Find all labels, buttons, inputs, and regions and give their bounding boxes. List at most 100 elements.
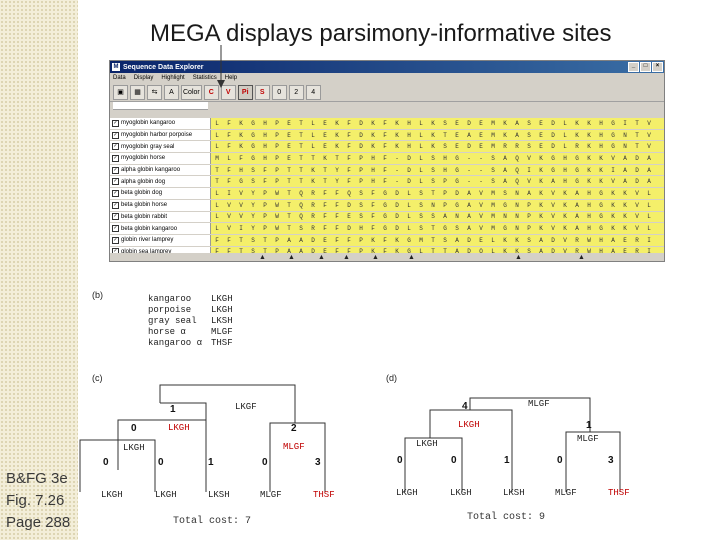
- residue-cell: A: [503, 166, 507, 174]
- residue-cell: K: [395, 131, 399, 139]
- credit-line: Fig. 7.26: [6, 492, 65, 509]
- residue-cell: F: [347, 143, 351, 151]
- menu-highlight[interactable]: Highlight: [161, 75, 185, 81]
- translate-icon[interactable]: ⇆: [147, 84, 162, 100]
- residue-cell: Q: [515, 178, 519, 186]
- residue-cell: G: [455, 166, 459, 174]
- residue-cell: R: [575, 143, 579, 151]
- residue-cell: F: [383, 154, 387, 162]
- minimize-button[interactable]: _: [628, 62, 639, 72]
- residue-cell: S: [527, 143, 531, 151]
- residue-cell: A: [623, 166, 627, 174]
- menu-help[interactable]: Help: [224, 75, 238, 81]
- two-fold-button[interactable]: 2: [288, 84, 304, 100]
- row-checkbox[interactable]: ✓: [112, 236, 119, 244]
- residue-cell: H: [599, 131, 603, 139]
- sequence-name-label: beta globin dog: [121, 190, 163, 197]
- close-button[interactable]: ×: [652, 62, 663, 72]
- residue-cell: E: [479, 119, 483, 127]
- residue-cell: A: [575, 189, 579, 197]
- residue-cell: P: [443, 189, 447, 197]
- row-checkbox[interactable]: ✓: [112, 213, 119, 221]
- name-search-field[interactable]: [113, 102, 208, 110]
- parsimony-informative-button[interactable]: Pi: [237, 84, 253, 100]
- residue-cell: K: [599, 166, 603, 174]
- residue-cell: V: [635, 201, 639, 209]
- row-checkbox[interactable]: ✓: [112, 178, 119, 186]
- color-button[interactable]: Color: [181, 84, 202, 100]
- credit-line: B&FG 3e: [6, 470, 68, 487]
- residue-cell: H: [443, 154, 447, 162]
- residue-cell: H: [599, 248, 603, 256]
- residue-cell: N: [455, 213, 459, 221]
- save-icon[interactable]: ▣: [113, 84, 128, 100]
- residue-cell: A: [647, 178, 651, 186]
- zero-fold-button[interactable]: 0: [271, 84, 287, 100]
- residue-cell: H: [263, 119, 267, 127]
- residue-cell: K: [311, 166, 315, 174]
- species-name: porpoise: [148, 305, 192, 315]
- residue-cell: T: [443, 248, 447, 256]
- residue-cell: F: [263, 178, 267, 186]
- residue-cell: K: [371, 236, 375, 244]
- singleton-sites-button[interactable]: S: [254, 84, 270, 100]
- row-checkbox[interactable]: ✓: [112, 201, 119, 209]
- species-name: gray seal: [148, 316, 197, 326]
- residue-cell: V: [227, 213, 231, 221]
- residue-cell: F: [383, 248, 387, 256]
- residue-cell: G: [251, 143, 255, 151]
- font-icon[interactable]: A: [164, 84, 179, 100]
- residue-cell: L: [419, 154, 423, 162]
- row-checkbox[interactable]: ✓: [112, 131, 119, 139]
- residue-cell: R: [635, 248, 639, 256]
- row-checkbox[interactable]: ✓: [112, 143, 119, 151]
- four-fold-button[interactable]: 4: [305, 84, 321, 100]
- row-checkbox[interactable]: ✓: [112, 189, 119, 197]
- conserved-sites-button[interactable]: C: [203, 84, 219, 100]
- maximize-button[interactable]: □: [640, 62, 651, 72]
- residue-cell: H: [239, 166, 243, 174]
- grid-icon[interactable]: ▦: [130, 84, 145, 100]
- credit-line: Page 288: [6, 514, 71, 531]
- row-checkbox[interactable]: ✓: [112, 225, 119, 233]
- residue-cell: K: [539, 225, 543, 233]
- residue-cell: K: [239, 131, 243, 139]
- menu-data[interactable]: Data: [113, 75, 126, 81]
- residue-cell: L: [419, 178, 423, 186]
- sequence-name: ✓alpha globin dog: [110, 176, 211, 188]
- residue-cell: K: [623, 213, 627, 221]
- row-checkbox[interactable]: ✓: [112, 166, 119, 174]
- residue-cell: N: [515, 213, 519, 221]
- residue-cell: G: [551, 154, 555, 162]
- variable-sites-button[interactable]: V: [220, 84, 236, 100]
- residue-cell: K: [503, 248, 507, 256]
- residue-cell: M: [491, 225, 495, 233]
- menu-display[interactable]: Display: [133, 75, 154, 81]
- residue-cell: S: [443, 143, 447, 151]
- residue-cell: D: [407, 166, 411, 174]
- row-checkbox[interactable]: ✓: [112, 119, 119, 127]
- residue-cell: S: [419, 201, 423, 209]
- window-titlebar[interactable]: M Sequence Data Explorer _ □ ×: [110, 61, 664, 73]
- residue-cell: I: [527, 166, 531, 174]
- menu-statistics[interactable]: Statistics: [192, 75, 217, 81]
- residue-cell: V: [479, 201, 483, 209]
- residue-cell: P: [527, 201, 531, 209]
- residue-cell: W: [587, 236, 591, 244]
- residue-cell: E: [539, 131, 543, 139]
- row-checkbox[interactable]: ✓: [112, 154, 119, 162]
- residue-cell: H: [587, 213, 591, 221]
- residue-cell: A: [467, 213, 471, 221]
